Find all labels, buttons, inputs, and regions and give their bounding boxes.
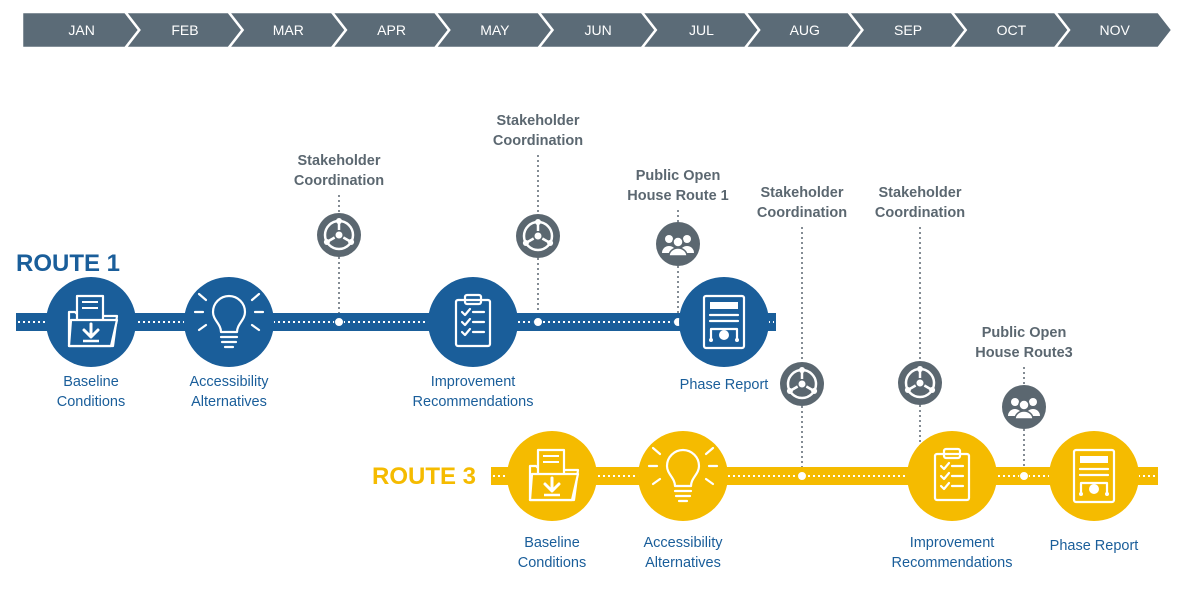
milestone-label: Conditions <box>518 555 587 571</box>
callout-label: House Route3 <box>975 345 1073 361</box>
callout-dot <box>1019 471 1029 481</box>
month-label: MAR <box>273 22 304 38</box>
milestone-label: Accessibility <box>644 535 724 551</box>
month-label: JUN <box>585 22 612 38</box>
month-label: APR <box>377 22 406 38</box>
callout-label: Stakeholder <box>761 185 844 201</box>
callout-label: Stakeholder <box>298 153 381 169</box>
callout-label: Coordination <box>757 205 847 221</box>
milestone-label: Conditions <box>57 394 126 410</box>
route-title: ROUTE 3 <box>372 463 476 490</box>
month-label: AUG <box>790 22 820 38</box>
people-group-icon <box>656 222 700 266</box>
coordination-icon <box>516 214 560 258</box>
milestone-label: Alternatives <box>645 555 721 571</box>
milestone-label: Improvement <box>431 374 516 390</box>
callout-label: House Route 1 <box>627 188 729 204</box>
callout-label: Public Open <box>636 168 721 184</box>
milestone-label: Baseline <box>524 535 580 551</box>
month-label: NOV <box>1099 22 1130 38</box>
callout-dot <box>334 317 344 327</box>
lightbulb-icon <box>193 292 265 349</box>
month-label: MAY <box>480 22 510 38</box>
route-1-track: ROUTE 1BaselineConditionsAccessibilityAl… <box>16 113 776 410</box>
callout-dot <box>533 317 543 327</box>
month-bar: JAN FEB MAR APR MAY JUN JUL AUG SEP OCT NOV <box>20 10 1174 50</box>
month-label: OCT <box>997 22 1027 38</box>
milestone-label: Baseline <box>63 374 119 390</box>
milestone-label: Accessibility <box>190 374 270 390</box>
callout-label: Stakeholder <box>879 185 962 201</box>
coordination-icon <box>780 362 824 406</box>
people-group-icon <box>1002 385 1046 429</box>
milestone-label: Improvement <box>910 535 995 551</box>
callout-label: Coordination <box>294 173 384 189</box>
callout-label: Public Open <box>982 325 1067 341</box>
coordination-icon <box>898 361 942 405</box>
folder-download-icon <box>67 294 119 348</box>
milestone-circle <box>638 431 728 521</box>
callout-label: Stakeholder <box>497 113 580 129</box>
month-label: JUL <box>689 22 714 38</box>
milestone-label: Phase Report <box>680 377 769 393</box>
clipboard-checklist-icon <box>454 293 492 348</box>
lightbulb-icon <box>647 446 719 503</box>
milestone: Phase Report <box>679 277 769 393</box>
milestone-label: Recommendations <box>892 555 1013 571</box>
callout-label: Coordination <box>875 205 965 221</box>
report-document-icon <box>702 294 746 350</box>
milestone-label: Recommendations <box>413 394 534 410</box>
month-label: SEP <box>894 22 922 38</box>
milestone-label: Phase Report <box>1050 538 1139 554</box>
callout-dot <box>797 471 807 481</box>
route-title: ROUTE 1 <box>16 250 120 277</box>
callout-label: Coordination <box>493 133 583 149</box>
milestone: Phase Report <box>1049 431 1139 554</box>
milestone-label: Alternatives <box>191 394 267 410</box>
month-chevron <box>1052 10 1174 50</box>
month-label: JAN <box>68 22 94 38</box>
folder-download-icon <box>528 448 580 502</box>
milestone-circle <box>184 277 274 367</box>
month-label: FEB <box>171 22 198 38</box>
coordination-icon <box>317 213 361 257</box>
clipboard-checklist-icon <box>933 447 971 502</box>
route-3-track: ROUTE 3BaselineConditionsAccessibilityAl… <box>372 185 1158 571</box>
report-document-icon <box>1072 448 1116 504</box>
